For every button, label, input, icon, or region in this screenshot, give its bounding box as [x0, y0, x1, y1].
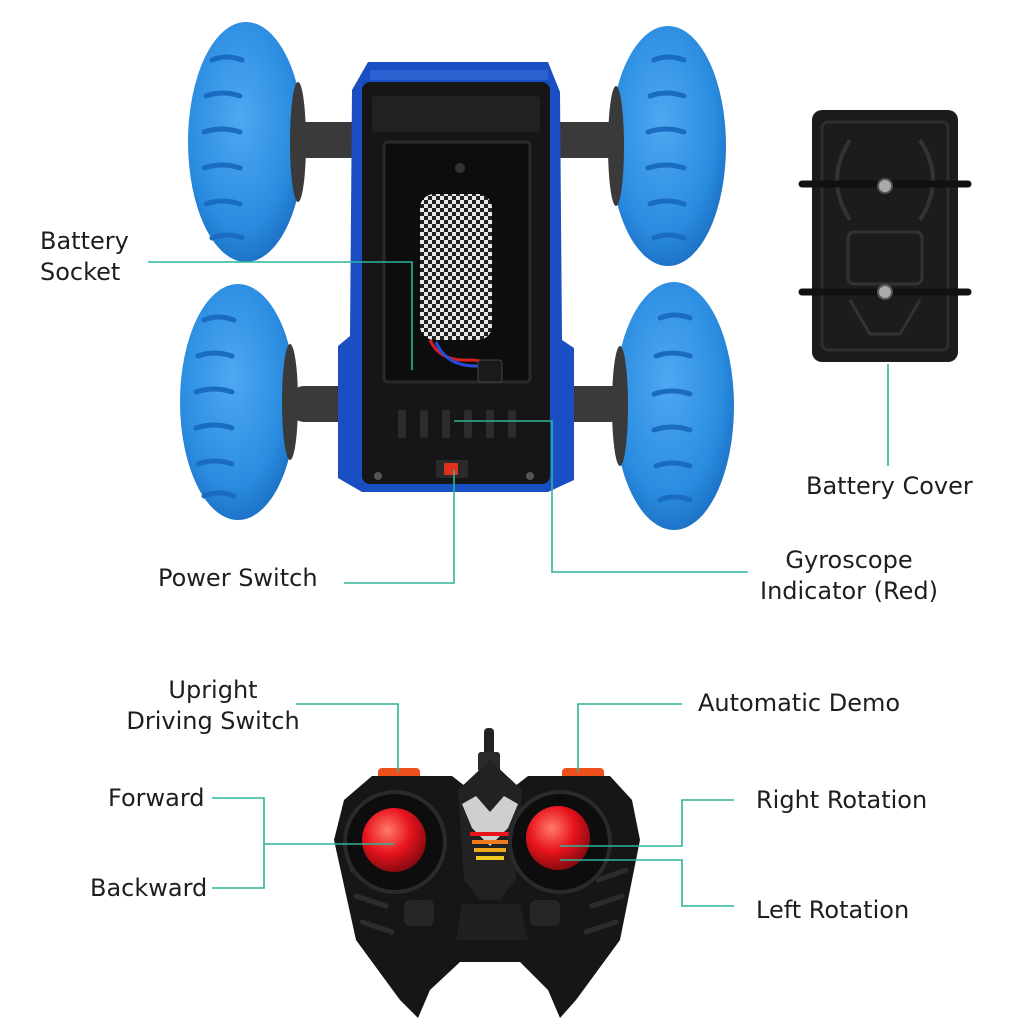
leader-battery-socket — [148, 261, 413, 370]
car-underside-illustration — [180, 22, 734, 530]
label-upright-driving-switch: Upright Driving Switch — [126, 676, 300, 735]
remote-led-indicator — [470, 832, 510, 860]
battery-pack — [420, 194, 492, 340]
label-battery-cover: Battery Cover — [806, 472, 973, 500]
right-joystick — [526, 806, 590, 870]
wheel-front-left — [188, 22, 306, 262]
label-gyroscope-indicator: Gyroscope Indicator (Red) — [759, 546, 938, 605]
label-battery-socket: Battery Socket — [40, 227, 129, 286]
leader-gyroscope-indicator — [454, 420, 748, 573]
leader-automatic-demo — [577, 703, 682, 772]
battery-connector — [477, 359, 503, 383]
leader-forward-backward — [212, 797, 265, 889]
label-left-rotation: Left Rotation — [756, 896, 910, 924]
battery-cover-illustration — [798, 110, 972, 362]
leader-right-rotation — [560, 799, 734, 847]
leader-lines — [148, 261, 889, 907]
label-forward: Forward — [108, 784, 205, 812]
remote-logo — [462, 796, 518, 846]
label-power-switch: Power Switch — [158, 564, 318, 592]
leader-upright-driving-switch — [296, 703, 399, 772]
label-automatic-demo: Automatic Demo — [698, 689, 901, 717]
left-joystick — [362, 808, 426, 872]
leader-left-rotation — [560, 859, 734, 907]
power-switch-toggle — [444, 463, 458, 475]
label-right-rotation: Right Rotation — [756, 786, 928, 814]
label-backward: Backward — [90, 874, 208, 902]
leader-power-switch — [344, 470, 455, 584]
wheel-rear-right — [612, 282, 734, 530]
wheel-rear-left — [180, 284, 298, 520]
wheel-front-right — [608, 26, 726, 266]
remote-control-illustration — [334, 728, 640, 1018]
